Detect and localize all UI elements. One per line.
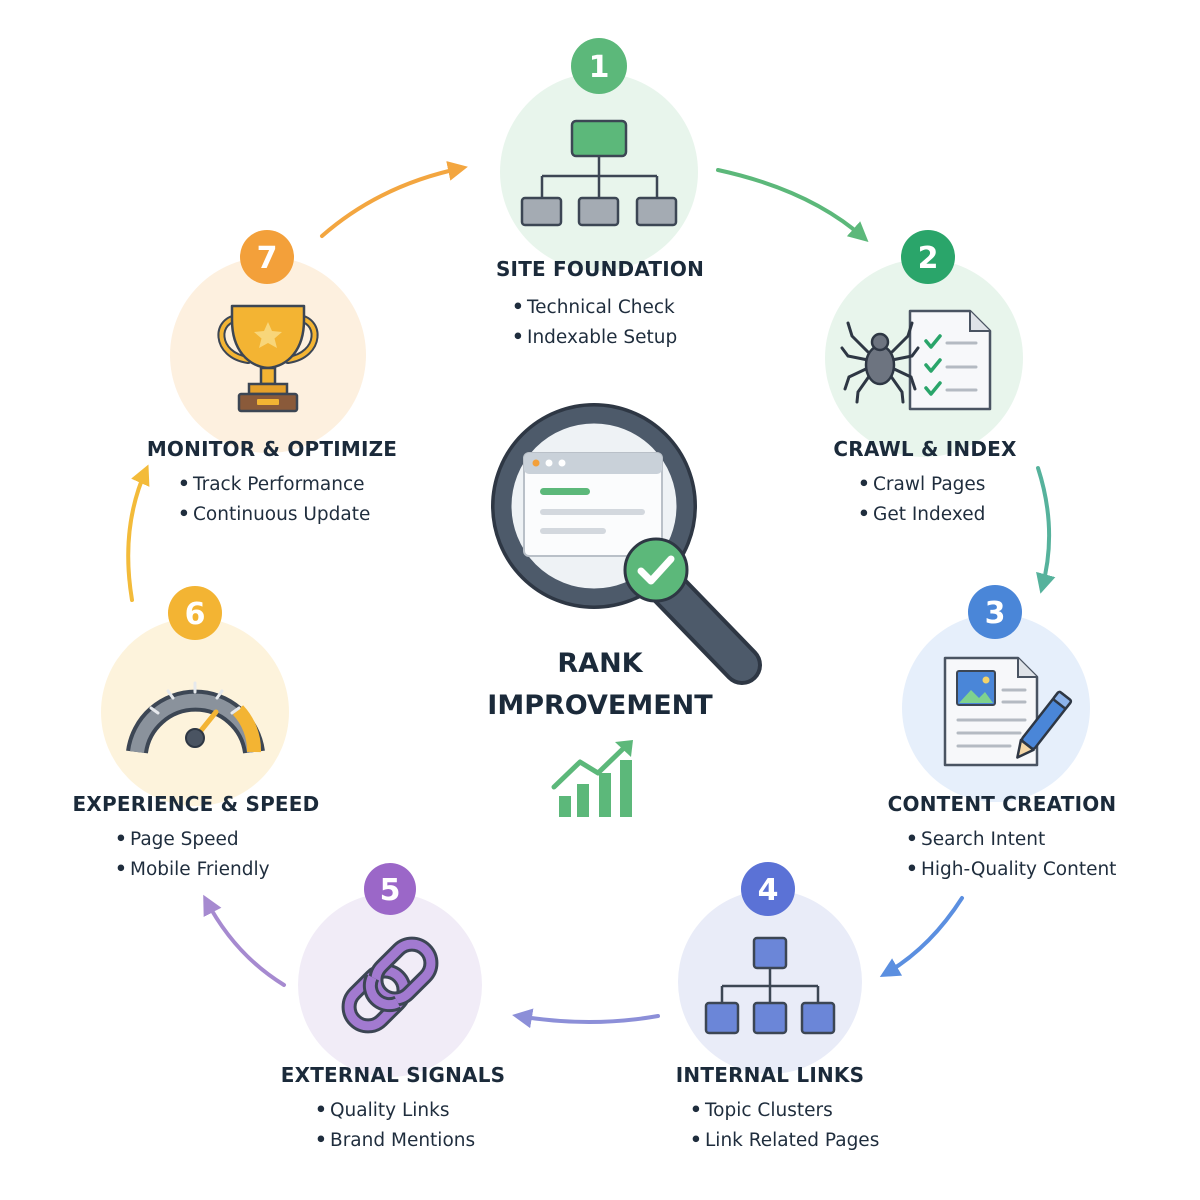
step-1-bullet: Indexable Setup <box>512 323 677 353</box>
step-4-bullet: Link Related Pages <box>690 1126 879 1156</box>
step-3-number-badge <box>968 585 1022 639</box>
chain-link-icon <box>341 936 439 1034</box>
trophy-icon <box>217 304 319 413</box>
step-4-bullets: Topic Clusters Link Related Pages <box>690 1096 879 1156</box>
step-3-number: 3 <box>985 596 1006 631</box>
step-3-node: 3 <box>902 585 1090 802</box>
speedometer-icon <box>126 681 265 754</box>
center-title-line-2: IMPROVEMENT <box>487 690 713 721</box>
step-5-title: EXTERNAL SIGNALS <box>280 1063 506 1087</box>
step-7-node: 7 <box>170 230 366 453</box>
step-2-bullets: Crawl Pages Get Indexed <box>858 470 985 530</box>
step-6-title: EXPERIENCE & SPEED <box>72 792 320 816</box>
step-7-number-badge <box>240 230 294 284</box>
growth-bars-icon <box>551 740 633 817</box>
step-4-number-badge <box>741 862 795 916</box>
step-6-number: 6 <box>185 597 206 632</box>
step-6-number-badge <box>168 586 222 640</box>
step-1-title: SITE FOUNDATION <box>495 257 705 281</box>
step-1-bullets: Technical Check Indexable Setup <box>512 293 677 353</box>
step-6-node: 6 <box>101 586 289 806</box>
step-2-number-badge <box>901 230 955 284</box>
step-5-number: 5 <box>380 873 401 908</box>
step-6-bullet: Page Speed <box>115 825 270 855</box>
step-5-node: 5 <box>298 863 482 1077</box>
arrow-1-to-2 <box>716 168 869 242</box>
magnifier-browser-icon <box>491 403 762 685</box>
step-3-bullet: High-Quality Content <box>906 855 1116 885</box>
step-7-title: MONITOR & OPTIMIZE <box>146 437 398 461</box>
step-5-bullets: Quality Links Brand Mentions <box>315 1096 475 1156</box>
step-1-bullet: Technical Check <box>512 293 677 323</box>
arrow-2-to-3 <box>1036 466 1056 594</box>
step-3-title: CONTENT CREATION <box>887 792 1117 816</box>
step-6-backdrop <box>101 618 289 806</box>
step-7-bullet: Continuous Update <box>178 500 370 530</box>
step-5-bullet: Brand Mentions <box>315 1126 475 1156</box>
arrow-6-to-7 <box>126 464 150 602</box>
step-1-number-badge <box>571 38 627 94</box>
center-title: RANK IMPROVEMENT <box>487 643 712 727</box>
arrow-7-to-1 <box>320 161 468 238</box>
checkmark-badge-icon <box>623 537 689 603</box>
spider-checklist-icon <box>840 309 992 411</box>
center-title-line-1: RANK <box>557 648 643 679</box>
step-2-number: 2 <box>918 241 939 276</box>
step-7-number: 7 <box>257 241 278 276</box>
step-1-number: 1 <box>589 50 610 85</box>
link-hierarchy-icon <box>704 936 836 1035</box>
step-5-number-badge <box>364 863 416 915</box>
site-hierarchy-icon <box>520 119 678 227</box>
arrow-5-to-6 <box>203 894 286 987</box>
step-2-title: CRAWL & INDEX <box>833 437 1017 461</box>
step-1-node: 1 <box>500 38 698 271</box>
arrow-4-to-5 <box>512 1008 660 1029</box>
document-pencil-icon <box>943 656 1073 767</box>
step-2-bullet: Get Indexed <box>858 500 985 530</box>
step-4-title: INTERNAL LINKS <box>675 1063 865 1087</box>
step-4-bullet: Topic Clusters <box>690 1096 879 1126</box>
step-4-node: 4 <box>678 862 862 1074</box>
step-3-bullet: Search Intent <box>906 825 1116 855</box>
step-6-bullets: Page Speed Mobile Friendly <box>115 825 270 885</box>
step-6-bullet: Mobile Friendly <box>115 855 270 885</box>
step-2-node: 2 <box>825 230 1023 457</box>
step-5-bullet: Quality Links <box>315 1096 475 1126</box>
step-7-bullets: Track Performance Continuous Update <box>178 470 370 530</box>
step-4-number: 4 <box>758 873 779 908</box>
step-5-backdrop <box>298 893 482 1077</box>
arrow-3-to-4 <box>879 896 964 978</box>
step-2-bullet: Crawl Pages <box>858 470 985 500</box>
step-3-bullets: Search Intent High-Quality Content <box>906 825 1116 885</box>
step-7-bullet: Track Performance <box>178 470 370 500</box>
